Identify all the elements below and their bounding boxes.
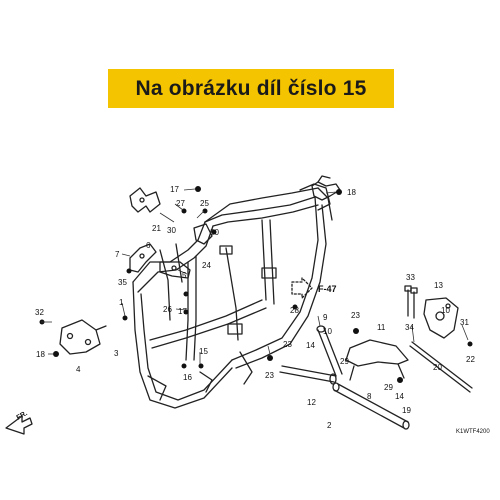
bolts-33: [404, 285, 418, 319]
pipe-2: [332, 382, 410, 430]
front-arrow-icon: [5, 415, 33, 435]
callout-7: 7: [115, 250, 120, 259]
diagram-code: K1WTF4200: [456, 429, 490, 435]
callout-6: 6: [146, 241, 151, 250]
callout-2: 2: [327, 421, 332, 430]
bracket-11: [345, 339, 409, 381]
leader-lines: [41, 188, 469, 364]
callout-20: 20: [433, 363, 442, 372]
bracket-24: [193, 223, 213, 245]
ref-arrow-icon: [291, 277, 313, 299]
callout-30: 30: [210, 228, 219, 237]
callout-labels: 17 18 27 25 30 30 21 7 6 24 5 35 1 3 26 …: [35, 185, 475, 430]
callout-21: 21: [152, 224, 161, 233]
callout-5: 5: [182, 271, 187, 280]
bracket-4: [59, 319, 107, 355]
ref-tag-f47: F-47: [318, 284, 337, 294]
callout-23: 23: [351, 311, 360, 320]
callout-8: 8: [367, 392, 372, 401]
callout-17: 17: [170, 185, 179, 194]
callout-17: 17: [178, 307, 187, 316]
callout-4: 4: [76, 365, 81, 374]
callout-10: 10: [441, 306, 450, 315]
callout-19: 19: [402, 406, 411, 415]
pipe-12: [279, 365, 337, 385]
callout-32: 32: [35, 308, 44, 317]
callout-18: 18: [36, 350, 45, 359]
callout-10: 10: [323, 327, 332, 336]
callout-28: 28: [290, 306, 299, 315]
callout-30: 30: [167, 226, 176, 235]
callout-24: 24: [202, 261, 211, 270]
bracket-13: [423, 297, 459, 339]
callout-34: 34: [405, 323, 414, 332]
pipe-14: [316, 325, 343, 377]
callout-12: 12: [307, 398, 316, 407]
bracket-5: [159, 261, 191, 279]
callout-33: 33: [406, 273, 415, 282]
callout-15: 15: [199, 347, 208, 356]
callout-16: 16: [183, 373, 192, 382]
bracket-6: [129, 243, 157, 273]
callout-11: 11: [377, 323, 386, 332]
fasteners: [39, 186, 473, 383]
banner-text: Na obrázku díl číslo 15: [135, 76, 367, 100]
callout-22: 22: [466, 355, 475, 364]
callout-35: 35: [118, 278, 127, 287]
callout-14: 14: [395, 392, 404, 401]
callout-13: 13: [434, 281, 443, 290]
callout-1: 1: [119, 298, 124, 307]
callout-29: 29: [340, 357, 349, 366]
callout-29: 29: [384, 383, 393, 392]
callout-23: 23: [283, 340, 292, 349]
callout-9: 9: [323, 313, 328, 322]
callout-18: 18: [347, 188, 356, 197]
callout-23: 23: [265, 371, 274, 380]
callout-31: 31: [460, 318, 469, 327]
callout-3: 3: [114, 349, 119, 358]
callout-27: 27: [176, 199, 185, 208]
callout-26: 26: [163, 305, 172, 314]
callout-14: 14: [306, 341, 315, 350]
callout-25: 25: [200, 199, 209, 208]
part-number-banner: Na obrázku díl číslo 15: [108, 69, 394, 108]
bracket-21: [129, 187, 161, 213]
bolt-20: [409, 341, 473, 393]
main-frame: [132, 183, 333, 409]
front-marker: FR.: [16, 410, 29, 422]
